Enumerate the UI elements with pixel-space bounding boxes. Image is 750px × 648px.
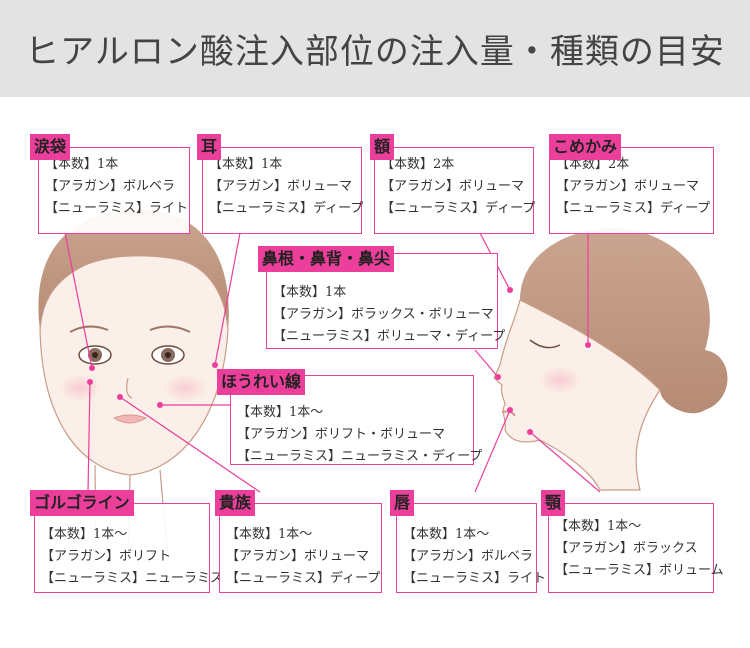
face-illustration: [38, 209, 728, 561]
region-neuramis: 【ニューラミス】ライト: [403, 571, 547, 586]
region-count: 【本数】1本〜: [555, 519, 642, 534]
region-neuramis: 【ニューラミス】ディープ: [556, 201, 711, 216]
region-count: 【本数】1本〜: [403, 527, 490, 542]
region-box-gorugo: 【本数】1本〜 【アラガン】ボリフト 【ニューラミス】ニューラミス: [34, 503, 224, 593]
region-box-mimi: 【本数】1本 【アラガン】ボリューマ 【ニューラミス】ディープ: [202, 147, 364, 234]
region-count: 【本数】1本: [45, 157, 119, 172]
region-box-kuchibiru: 【本数】1本〜 【アラガン】ボルベラ 【ニューラミス】ライト: [396, 503, 547, 593]
region-tag-namida: 涙袋: [30, 134, 71, 160]
region-tag-komekami: こめかみ: [549, 134, 622, 160]
region-allergan: 【アラガン】ボラックス: [555, 541, 698, 556]
region-tag-hana: 鼻根・鼻背・鼻尖: [258, 246, 395, 272]
region-count: 【本数】1本〜: [226, 527, 313, 542]
region-box-komekami: 【本数】2本 【アラガン】ボリューマ 【ニューラミス】ディープ: [549, 147, 714, 234]
region-box-kizoku: 【本数】1本〜 【アラガン】ボリューマ 【ニューラミス】ディープ: [219, 503, 382, 593]
leader-lines: [64, 232, 601, 493]
region-box-hitai: 【本数】2本 【アラガン】ボリューマ 【ニューラミス】ディープ: [374, 147, 536, 234]
region-tag-hitai: 額: [370, 134, 395, 160]
region-neuramis: 【ニューラミス】ニューラミス: [41, 571, 224, 586]
injection-points: [87, 287, 591, 435]
region-count: 【本数】2本: [381, 157, 455, 172]
region-allergan: 【アラガン】ボリューマ: [209, 179, 353, 194]
region-tag-houreisen: ほうれい線: [217, 369, 306, 395]
region-neuramis: 【ニューラミス】ニューラミス・ディープ: [237, 449, 483, 464]
region-count: 【本数】1本: [273, 285, 347, 300]
region-neuramis: 【ニューラミス】ディープ: [381, 201, 536, 216]
page-title: ヒアルロン酸注入部位の注入量・種類の目安: [25, 32, 725, 72]
title-banner: ヒアルロン酸注入部位の注入量・種類の目安: [0, 0, 750, 97]
region-box-namida: 【本数】1本 【アラガン】ボルベラ 【ニューラミス】ライト: [38, 147, 190, 234]
region-allergan: 【アラガン】ボルベラ: [403, 549, 534, 564]
region-count: 【本数】1本: [209, 157, 283, 172]
region-count: 【本数】2本: [556, 157, 630, 172]
region-count: 【本数】1本〜: [237, 405, 324, 420]
region-tag-ago: 顎: [541, 490, 566, 516]
region-allergan: 【アラガン】ボリフト: [41, 549, 172, 564]
region-allergan: 【アラガン】ボリューマ: [226, 549, 370, 564]
region-neuramis: 【ニューラミス】ボリューム: [555, 563, 724, 578]
region-tag-kuchibiru: 唇: [390, 490, 415, 516]
region-allergan: 【アラガン】ボリフト・ボリューマ: [237, 427, 446, 442]
region-allergan: 【アラガン】ボリューマ: [556, 179, 700, 194]
region-tag-mimi: 耳: [197, 134, 222, 160]
region-neuramis: 【ニューラミス】ディープ: [209, 201, 364, 216]
region-neuramis: 【ニューラミス】ボリューマ・ディープ: [273, 329, 506, 344]
region-allergan: 【アラガン】ボリューマ: [381, 179, 525, 194]
region-allergan: 【アラガン】ボルベラ: [45, 179, 176, 194]
region-allergan: 【アラガン】ボラックス・ボリューマ: [273, 307, 494, 322]
profile-face: [493, 228, 728, 491]
region-neuramis: 【ニューラミス】ディープ: [226, 571, 381, 586]
region-neuramis: 【ニューラミス】ライト: [45, 201, 189, 216]
region-tag-kizoku: 貴族: [215, 490, 256, 516]
region-count: 【本数】1本〜: [41, 527, 128, 542]
region-box-ago: 【本数】1本〜 【アラガン】ボラックス 【ニューラミス】ボリューム: [548, 503, 724, 593]
region-tag-gorugo: ゴルゴライン: [30, 490, 134, 516]
